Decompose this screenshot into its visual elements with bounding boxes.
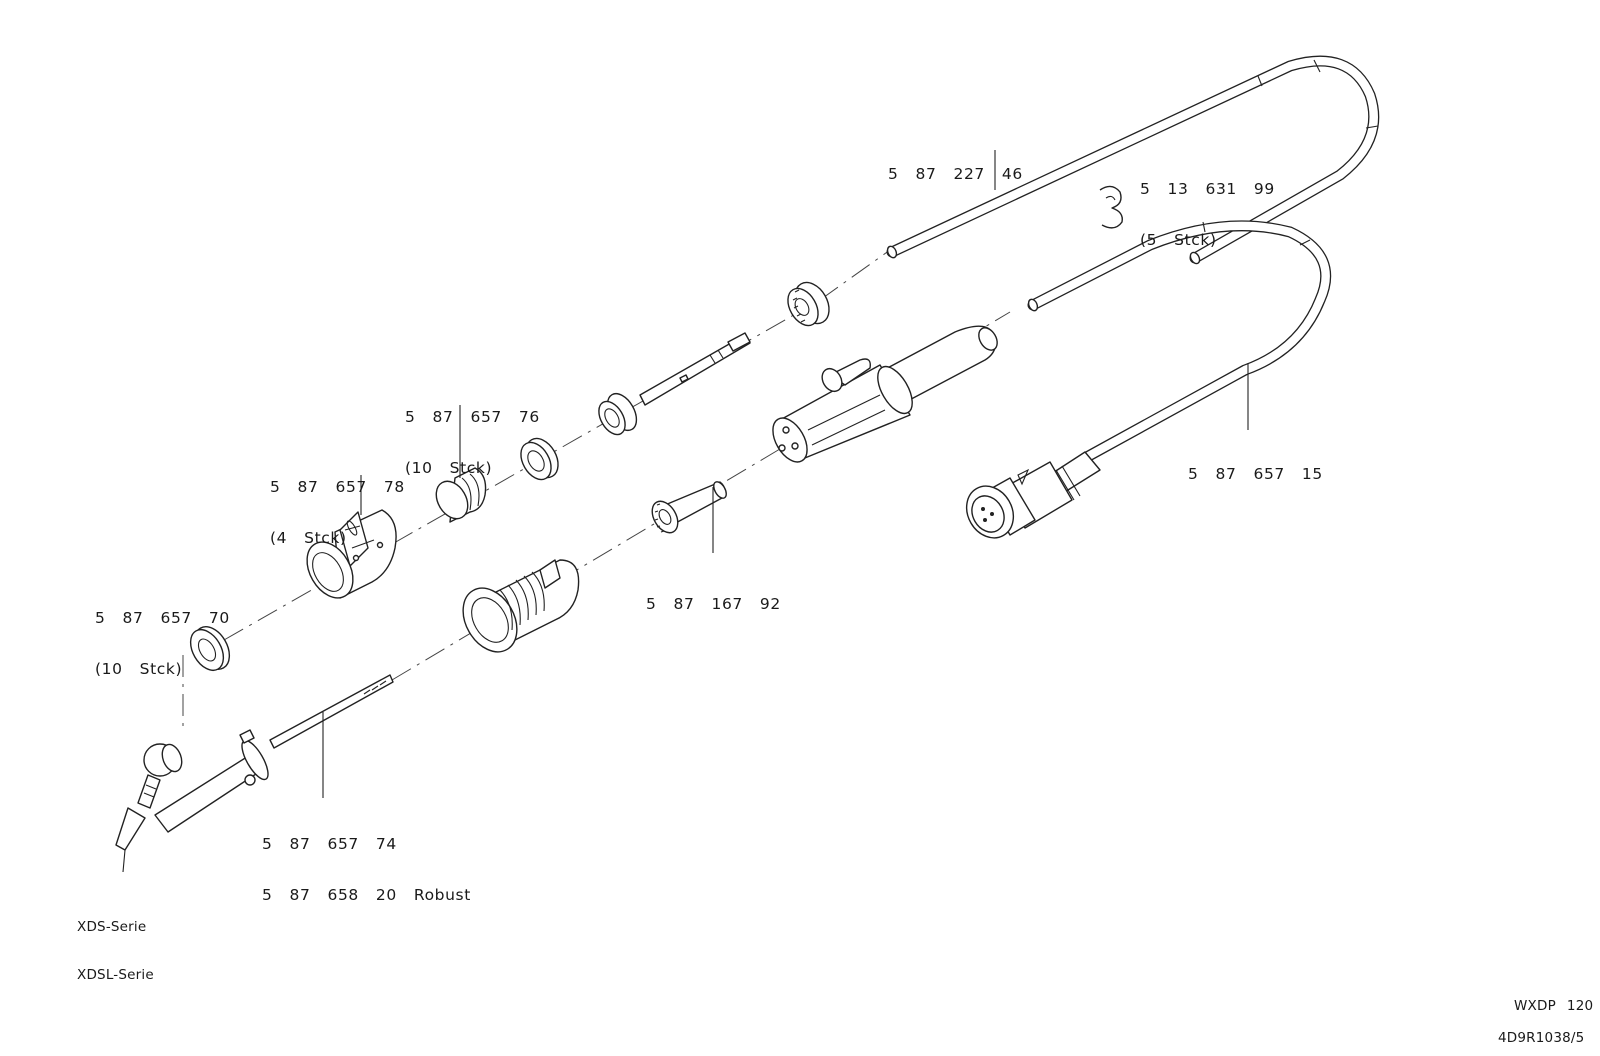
model-name: WXDP 120 xyxy=(1514,998,1594,1014)
handle-ribs xyxy=(807,394,886,446)
part-number-robust: 5 87 658 20 Robust xyxy=(262,886,471,904)
hose-tube-227-46 xyxy=(886,55,1380,265)
label-tip-657-74: 5 87 657 74 5 87 658 20 Robust xyxy=(262,802,471,921)
label-washer-657-70: 5 87 657 70 (10 Stck) xyxy=(95,576,230,695)
knurled-nut xyxy=(787,281,830,327)
sleeve-167-92 xyxy=(651,481,727,534)
series-name: XDS-Serie xyxy=(77,919,147,935)
handle-body xyxy=(772,325,998,463)
part-number: 5 87 167 92 xyxy=(646,595,781,613)
connector-arrow xyxy=(1017,468,1030,486)
connector-grip-lines xyxy=(1055,465,1081,501)
part-number: 5 13 631 99 xyxy=(1140,180,1275,198)
tip-screw xyxy=(244,774,256,786)
connector-pin xyxy=(990,512,994,516)
document-number: 4D9R1038/5 xyxy=(1498,1030,1585,1046)
tip-blade xyxy=(269,674,394,749)
series-leader xyxy=(122,849,126,873)
part-number: 5 87 657 74 xyxy=(262,835,397,853)
connector-face-inner xyxy=(971,495,1005,533)
label-series: XDS-Serie XDSL-Serie xyxy=(77,887,154,999)
seal-657-76 xyxy=(435,467,487,523)
quantity-note: (10 Stck) xyxy=(95,660,183,678)
cable-segment-mark xyxy=(1299,239,1311,246)
label-holder-657-78: 5 87 657 78 (4 Stck) xyxy=(270,445,405,564)
series-name: XDSL-Serie xyxy=(77,967,154,983)
label-clip-631-99: 5 13 631 99 (5 Stck) xyxy=(1140,147,1275,266)
cable-segment-mark xyxy=(1202,221,1206,233)
handle-side-tube-end xyxy=(821,367,843,393)
part-number: 5 87 657 15 xyxy=(1188,465,1323,483)
part-number: 5 87 657 78 xyxy=(270,478,405,496)
part-number: 5 87 227 46 xyxy=(888,165,1023,183)
label-seal-657-76: 5 87 657 76 (10 Stck) xyxy=(405,375,540,494)
label-sleeve-167-92: 5 87 167 92 xyxy=(646,562,781,630)
tip-vents xyxy=(363,680,387,695)
handle-collar xyxy=(877,365,913,415)
leader-lines xyxy=(322,150,1249,798)
cable-657-15 xyxy=(965,220,1332,539)
hose-segment-mark xyxy=(1257,75,1263,87)
handle-rear-end xyxy=(978,327,998,351)
quantity-note: (5 Stck) xyxy=(1140,231,1217,249)
tip-neck xyxy=(137,774,161,809)
cable-end xyxy=(1027,298,1039,312)
hose-end xyxy=(886,245,898,259)
hose-segment-mark xyxy=(1365,125,1379,129)
handle-socket xyxy=(782,426,790,434)
upper-assembly-axis xyxy=(223,299,821,641)
connector-pin xyxy=(983,518,987,522)
tip-pin xyxy=(239,729,255,744)
o-ring xyxy=(520,437,559,481)
tip-dome-cap xyxy=(161,743,183,773)
label-tube-227-46: 5 87 227 46 xyxy=(888,132,1023,200)
washer-657-70 xyxy=(189,626,231,671)
quantity-note: (4 Stck) xyxy=(270,529,347,547)
handle-socket xyxy=(778,444,786,452)
soldering-tip-657-74 xyxy=(115,674,394,873)
quantity-note: (10 Stck) xyxy=(405,459,493,477)
label-cable-657-15: 5 87 657 15 xyxy=(1188,432,1323,500)
part-number: 5 87 657 76 xyxy=(405,408,540,426)
heater-shaft xyxy=(598,332,751,436)
tip-neck-rings xyxy=(143,784,157,798)
holder-657-78 xyxy=(306,509,397,599)
hose-segment-mark xyxy=(1313,59,1321,73)
part-number: 5 87 657 70 xyxy=(95,609,230,627)
threaded-sleeve xyxy=(462,559,580,653)
clip-631-99 xyxy=(1099,185,1123,229)
hose-end xyxy=(1189,251,1201,265)
connector-pin xyxy=(981,507,985,511)
tip-point xyxy=(115,807,146,851)
handle-socket xyxy=(791,442,799,450)
upper-axis-extension xyxy=(819,249,891,301)
